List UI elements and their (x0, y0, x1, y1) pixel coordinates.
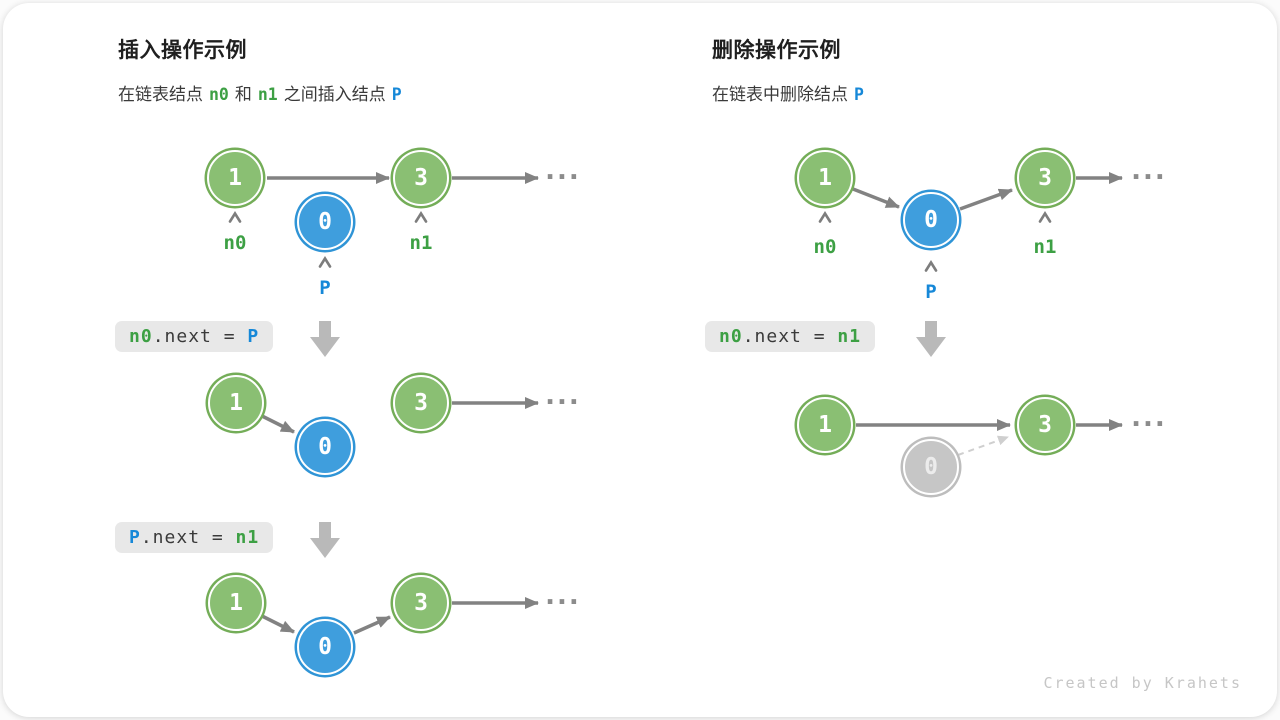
code-op: .next = (742, 326, 838, 347)
ellipsis: ... (1131, 403, 1167, 434)
node-value: 0 (924, 454, 938, 480)
caret-up-icon (1038, 211, 1052, 223)
node-value: 0 (318, 209, 332, 235)
caret-up-icon (318, 256, 332, 268)
step-down-arrow-icon (310, 522, 340, 558)
node-value: 1 (818, 412, 832, 438)
node-value: 1 (229, 390, 243, 416)
subtitle-text: 和 (234, 85, 252, 104)
list-node-1: 1 (797, 397, 853, 453)
node-value: 3 (1038, 165, 1052, 191)
caret-up-icon (228, 211, 242, 223)
ellipsis: ... (545, 381, 581, 412)
pointer-label-p: P (925, 281, 937, 303)
pointer-label-p: P (319, 277, 331, 299)
list-node-0: 0 (297, 619, 353, 675)
list-node-1: 1 (208, 375, 264, 431)
list-node-3: 3 (1017, 150, 1073, 206)
list-node-3: 3 (393, 575, 449, 631)
code-var: n1 (837, 326, 862, 347)
arrow-delete-0-to-3 (959, 188, 1013, 211)
node-value: 1 (229, 590, 243, 616)
ellipsis: ... (545, 156, 581, 187)
subtitle-text: 在链表结点 (118, 85, 203, 104)
step-down-arrow-icon (310, 321, 340, 357)
node-value: 3 (1038, 412, 1052, 438)
code-op: .next = (140, 527, 236, 548)
code-var: n0 (719, 326, 743, 347)
list-node-0: 0 (297, 194, 353, 250)
arrow-insert3-1-to-0 (261, 614, 295, 634)
node-value: 0 (924, 207, 938, 233)
code-insert-step1: n0.next = P (115, 321, 274, 352)
subtitle-text: 在链表中删除结点 (712, 85, 848, 104)
code-delete-step1: n0.next = n1 (705, 321, 876, 352)
caret-up-icon (818, 211, 832, 223)
subtitle-text: 之间插入结点 (283, 85, 386, 104)
list-node-3: 3 (1017, 397, 1073, 453)
code-insert-step2: P.next = n1 (115, 522, 274, 553)
delete-section-subtitle: 在链表中删除结点 P (712, 80, 870, 105)
node-value: 1 (818, 165, 832, 191)
arrow-insert2-1-to-0 (261, 414, 295, 434)
pointer-label-n0: n0 (813, 236, 837, 258)
delete-section-title: 删除操作示例 (712, 39, 841, 62)
code-var: P (247, 326, 260, 347)
ellipsis: ... (1131, 156, 1167, 187)
var-p: P (854, 85, 864, 104)
arrow-delete2-0-to-3-dashed (957, 435, 1009, 456)
list-node-1: 1 (208, 575, 264, 631)
list-node-3: 3 (393, 150, 449, 206)
node-value: 0 (318, 634, 332, 660)
list-node-1: 1 (797, 150, 853, 206)
step-down-arrow-icon (916, 321, 946, 357)
pointer-label-n1: n1 (1033, 236, 1057, 258)
node-value: 3 (414, 390, 428, 416)
caret-up-icon (924, 260, 938, 272)
var-n1: n1 (257, 85, 278, 104)
var-p: P (391, 85, 402, 104)
pointer-label-n1: n1 (409, 232, 433, 254)
list-node-3: 3 (393, 375, 449, 431)
arrow-delete-1-to-0 (852, 187, 900, 209)
var-n0: n0 (209, 85, 229, 104)
node-value: 0 (318, 434, 332, 460)
list-node-0: 0 (297, 419, 353, 475)
ellipsis: ... (545, 581, 581, 612)
code-var: n0 (129, 326, 153, 347)
node-value: 3 (414, 590, 428, 616)
list-node-1: 1 (207, 150, 263, 206)
list-node-0-removed: 0 (903, 439, 959, 495)
node-value: 3 (414, 165, 428, 191)
code-var: n1 (235, 527, 260, 548)
list-node-0: 0 (903, 192, 959, 248)
credit-text: Created by Krahets (1043, 674, 1242, 692)
insert-section-subtitle: 在链表结点 n0 和 n1 之间插入结点 P (118, 80, 408, 105)
code-var: P (129, 527, 141, 548)
pointer-label-n0: n0 (223, 232, 247, 254)
code-op: .next = (152, 326, 248, 347)
insert-section-title: 插入操作示例 (118, 39, 247, 62)
caret-up-icon (414, 211, 428, 223)
arrow-insert3-0-to-3 (353, 615, 391, 635)
node-value: 1 (228, 165, 242, 191)
